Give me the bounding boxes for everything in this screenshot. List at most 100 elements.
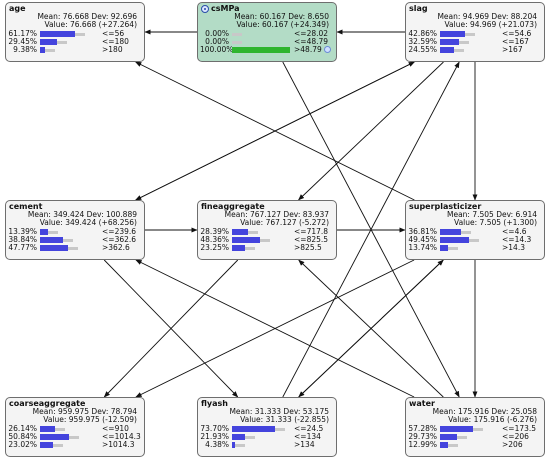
node-mean: Mean: 31.333 Dev: 53.175 [229, 407, 329, 416]
state-bar-prior [232, 41, 242, 44]
state-percent: 36.81% [408, 227, 437, 236]
state-label: <=56 [102, 29, 125, 38]
state-bar [232, 47, 290, 53]
state-label: >1014.3 [102, 440, 135, 449]
state-percent: 0.00% [205, 29, 229, 38]
state-bar-fill [40, 434, 70, 440]
node-title: csMPa [211, 4, 240, 13]
state-row[interactable]: 29.73%<=206 [408, 432, 541, 441]
state-bar [440, 237, 498, 243]
node-title: superplasticizer [409, 202, 482, 211]
state-percent: 4.38% [205, 440, 229, 449]
state-percent: 42.86% [408, 29, 437, 38]
state-row[interactable]: 49.45%<=14.3 [408, 235, 541, 244]
state-row[interactable]: 24.55%>167 [408, 45, 541, 54]
state-bar-prior [75, 33, 86, 36]
state-row[interactable]: 12.99%>206 [408, 440, 541, 449]
state-label: <=134 [294, 432, 321, 441]
state-row[interactable]: 50.84%<=1014.3 [8, 432, 141, 441]
state-percent: 32.59% [408, 37, 437, 46]
state-label: <=180 [102, 37, 129, 46]
state-bar-prior [248, 231, 259, 234]
state-row[interactable]: 4.38%>134 [200, 440, 333, 449]
state-row[interactable]: 42.86%<=54.6 [408, 29, 541, 38]
node-value: Value: 349.424 (+68.256) [39, 218, 137, 227]
node-value: Value: 959.975 (-12.509) [43, 415, 137, 424]
node-title: cement [9, 202, 43, 211]
state-bar-prior [468, 239, 479, 242]
state-row[interactable]: 13.74%>14.3 [408, 243, 541, 252]
state-row[interactable]: 23.02%>1014.3 [8, 440, 141, 449]
state-bar-prior [447, 444, 458, 447]
state-percent: 0.00% [205, 37, 229, 46]
state-row[interactable]: 0.00%<=48.79 [200, 37, 333, 46]
state-percent: 50.84% [8, 432, 37, 441]
state-bar-prior [67, 247, 78, 250]
state-row[interactable]: 29.45%<=180 [8, 37, 141, 46]
edge-fineaggregate-to-coarseaggregate [103, 259, 239, 398]
state-bar-fill [440, 39, 459, 45]
state-bar-prior [274, 428, 285, 431]
state-bar-fill [232, 434, 245, 440]
state-bar [440, 442, 498, 448]
node-title: coarseaggregate [9, 399, 86, 408]
state-bar [440, 426, 498, 432]
state-row[interactable]: 57.28%<=173.5 [408, 424, 541, 433]
state-bar-prior [454, 49, 465, 52]
edge-slag-to-fineaggregate [298, 61, 444, 201]
state-bar-prior [232, 33, 242, 36]
state-row[interactable]: 48.36%<=825.5 [200, 235, 333, 244]
state-percent: 61.17% [8, 29, 37, 38]
state-label: <=4.6 [502, 227, 527, 236]
state-label: <=825.5 [294, 235, 329, 244]
state-label: >167 [502, 45, 523, 54]
node-mean: Mean: 959.975 Dev: 78.794 [32, 407, 137, 416]
state-row[interactable]: 32.59%<=167 [408, 37, 541, 46]
state-row[interactable]: 23.25%>825.5 [200, 243, 333, 252]
state-label: <=24.5 [294, 424, 324, 433]
state-row[interactable]: 26.14%<=910 [8, 424, 141, 433]
state-bar-prior [245, 247, 256, 250]
state-bar [232, 39, 290, 45]
state-bar-prior [464, 33, 475, 36]
state-bar-fill [440, 245, 448, 251]
state-row[interactable]: 9.38%>180 [8, 45, 141, 54]
state-row[interactable]: 61.17% <=56 [8, 29, 141, 38]
state-row[interactable]: 28.39%<=717.8 [200, 227, 333, 236]
state-bar-fill [40, 442, 54, 448]
state-row[interactable]: 21.93%<=134 [200, 432, 333, 441]
state-row[interactable]: 13.39%<=239.6 [8, 227, 141, 236]
state-row[interactable]: 73.70%<=24.5 [200, 424, 333, 433]
state-row[interactable]: 0.00% <=28.02 [200, 29, 333, 38]
state-label: <=28.02 [294, 29, 329, 38]
state-row[interactable]: 36.81% <=4.6 [408, 227, 541, 236]
state-row[interactable]: 100.00%>48.79 [200, 45, 333, 54]
node-mean: Mean: 767.127 Dev: 83.937 [224, 210, 329, 219]
state-label: >362.6 [102, 243, 130, 252]
state-bar [440, 229, 498, 235]
state-row[interactable]: 38.84%<=362.6 [8, 235, 141, 244]
evidence-radio-icon[interactable] [324, 46, 331, 53]
state-bar-fill [232, 442, 235, 448]
state-percent: 13.39% [8, 227, 37, 236]
state-bar-prior [244, 436, 255, 439]
state-bar-prior [62, 239, 73, 242]
state-row[interactable]: 47.77%>362.6 [8, 243, 141, 252]
state-label: >14.3 [502, 243, 525, 252]
state-bar-prior [447, 247, 458, 250]
target-icon [201, 5, 209, 13]
state-bar [40, 426, 98, 432]
node-value: Value: 76.668 (+27.264) [44, 20, 137, 29]
